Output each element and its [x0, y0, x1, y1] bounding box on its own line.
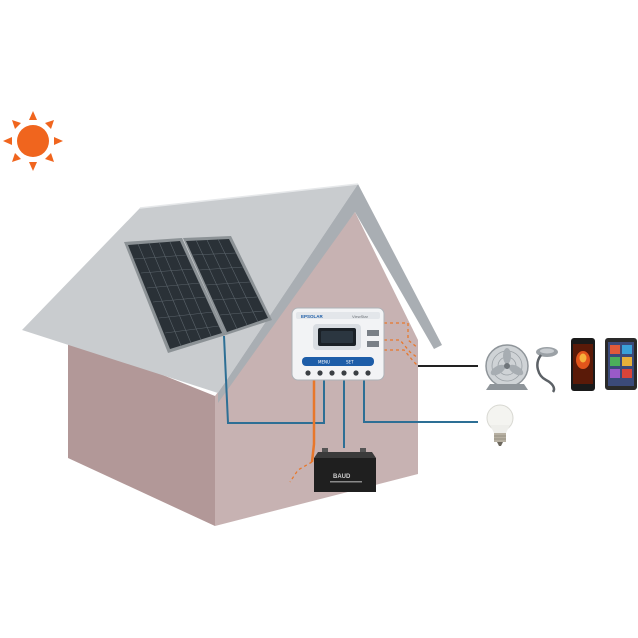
roof-ridge-line [139, 183, 359, 209]
controller-top-strip [296, 312, 380, 319]
fan-stand [486, 384, 528, 390]
controller-brand-label: EPSOLAR [301, 314, 324, 319]
wire-usb-dashes [384, 322, 419, 367]
smartphone-icon [571, 338, 595, 391]
controller-accent-bar [302, 357, 374, 366]
wire-battery-negative [310, 378, 316, 463]
charge-controller-icon: EPSOLAR ViewStar MENU SET [291, 307, 385, 381]
lamp-gooseneck [536, 354, 556, 393]
battery-top [314, 452, 376, 458]
battery-icon: BAUD [314, 448, 376, 492]
usb-lamp-icon [536, 347, 558, 393]
wire-battery-dashes [289, 461, 313, 483]
battery-body [314, 458, 376, 492]
controller-lcd-glow [321, 331, 353, 343]
wiring [223, 322, 478, 483]
bulb-base [494, 433, 506, 442]
fan-icon [485, 344, 529, 390]
sun-disc [17, 125, 49, 157]
battery-terminal-left [322, 448, 328, 452]
controller-usb-port-2 [367, 341, 379, 347]
fan-blades [490, 348, 524, 376]
tablet-icon [605, 338, 637, 390]
solar-panel-right [183, 236, 272, 335]
controller-usb-port-1 [367, 330, 379, 336]
solar-panel-icon [124, 236, 272, 353]
wire-panel-to-controller [223, 335, 325, 424]
house-side-wall [68, 337, 215, 526]
solar-panel-left [124, 238, 226, 353]
light-bulb-icon [486, 404, 514, 446]
bulb-neck [490, 425, 510, 433]
controller-terminals [305, 370, 371, 376]
tablet-tiles [610, 345, 632, 378]
battery-label: BAUD [333, 474, 351, 480]
wire-controller-to-bulb [363, 378, 478, 423]
sun-icon [3, 111, 63, 171]
house-roof-edge [218, 184, 442, 403]
controller-button-set: SET [346, 360, 354, 365]
controller-model-label: ViewStar [352, 314, 369, 319]
sun-rays [3, 111, 63, 171]
battery-terminal-right [360, 448, 366, 452]
controller-button-menu: MENU [318, 360, 330, 365]
battery-label-line [330, 481, 362, 483]
